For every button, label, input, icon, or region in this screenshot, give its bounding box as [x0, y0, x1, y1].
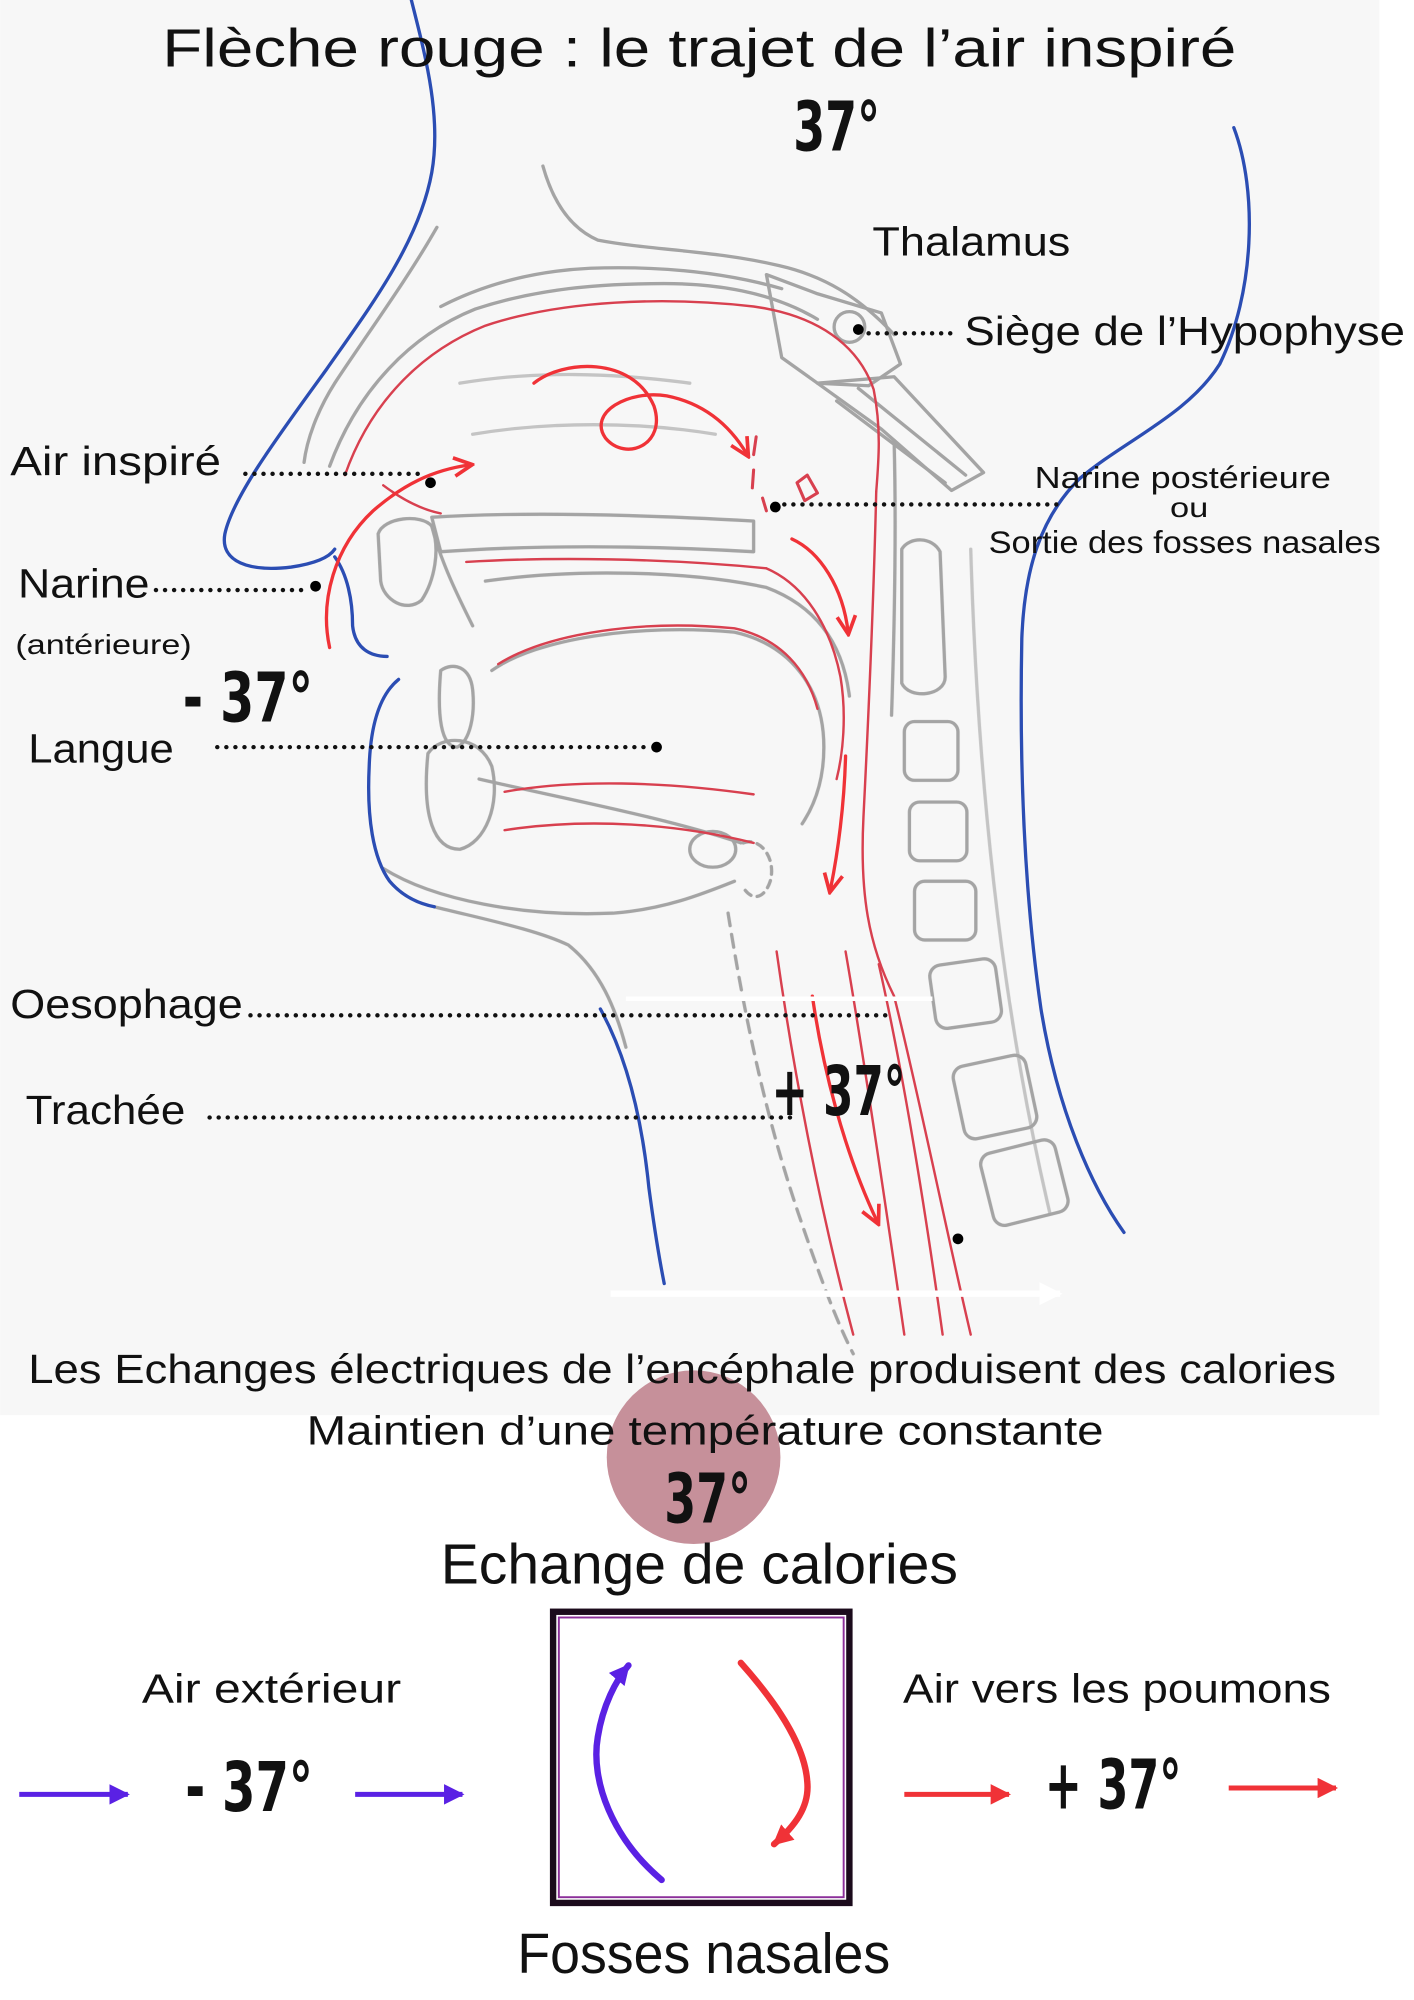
atlas-sketch: [900, 538, 947, 696]
temperature-warm-label: + 37°: [771, 1052, 905, 1132]
nasal-cavity-roof: [343, 300, 880, 493]
leader-dot-air-inspire: [425, 477, 436, 489]
leader-dot-narine-posterieure: [769, 501, 781, 513]
diagram-title: Flèche rouge : le trajet de l’air inspir…: [162, 18, 1236, 78]
label-narine-anterieure: (antérieure): [15, 629, 191, 660]
label-air-inspire: Air inspiré: [10, 438, 221, 484]
exchange-left-temp: - 37°: [185, 1748, 313, 1828]
epiglottis-sketch: [741, 840, 774, 899]
neck-front: [598, 1007, 666, 1286]
label-oesophage: Oesophage: [10, 981, 242, 1027]
vertebra: [907, 800, 969, 863]
airway-contour: [343, 300, 972, 1336]
tongue-sketch: [490, 628, 826, 826]
pharynx-back-wall: [861, 490, 972, 1336]
airflow-arrows: [324, 364, 878, 1222]
nasal-cavity-outer-sketch: [327, 281, 820, 468]
temperature-top: 37°: [793, 88, 880, 168]
upper-lip: [333, 555, 389, 659]
leader-dot-hypophyse: [852, 324, 864, 335]
fosses-nasales-box: [549, 1608, 853, 1907]
caption-line-1: Les Echanges électriques de l’encéphale …: [28, 1346, 1336, 1392]
cranial-floor-sketch: [439, 266, 784, 309]
vertebra: [928, 957, 1004, 1031]
red-curved-arrow-down: [737, 1659, 811, 1848]
soft-palate-line: [765, 567, 845, 781]
skin-outline: [222, 0, 1251, 1286]
lower-lip-chin: [367, 677, 436, 909]
lower-lip-sketch: [424, 738, 497, 851]
tongue-lower-line: [503, 782, 755, 845]
label-langue: Langue: [28, 725, 174, 771]
pencil-sketch-anatomy: [302, 164, 1070, 1356]
nostril-line: [382, 484, 442, 515]
box-label-fosses-nasales: Fosses nasales: [517, 1922, 890, 1985]
label-trachee: Trachée: [26, 1087, 186, 1133]
skull-roof-sketch: [541, 164, 896, 337]
posterior-nares-dashes: [750, 435, 820, 513]
palate-line: [465, 557, 768, 570]
vertebra: [902, 719, 960, 782]
exchange-right-label: Air vers les poumons: [903, 1665, 1331, 1711]
exchange-left-label: Air extérieur: [142, 1665, 401, 1711]
vertebra: [951, 1053, 1039, 1141]
exchange-right-temp: + 37°: [1045, 1745, 1182, 1825]
airflow-arrow-nasopharynx: [790, 537, 848, 632]
label-ou: ou: [1170, 492, 1208, 523]
mandible-sketch: [381, 866, 737, 916]
box-border: [549, 1608, 853, 1907]
exchange-title: Echange de calories: [441, 1533, 958, 1596]
hyoid-sketch: [688, 829, 738, 869]
pharynx-back-sketch: [889, 438, 897, 717]
upper-incisor-sketch: [376, 516, 438, 607]
box-inner-line: [557, 1616, 845, 1899]
back-of-head-neck: [1019, 126, 1251, 1235]
vertebra: [912, 879, 978, 942]
airflow-arrow-swirl: [532, 364, 747, 454]
leader-dot-narine: [310, 580, 321, 592]
paper-background: [0, 0, 1379, 1415]
label-hypophyse: Siège de l’Hypophyse: [964, 308, 1405, 354]
spinal-canal-sketch: [969, 547, 1052, 1215]
nasal-concha-sketch: [458, 372, 717, 436]
leaders: [153, 324, 1063, 1245]
label-narine-posterieure: Narine postérieure: [1035, 461, 1331, 495]
esophagus-line-2: [877, 963, 944, 1336]
leader-dot-vertebra: [952, 1233, 964, 1245]
esophagus-line: [844, 950, 906, 1336]
neck-front-sketch: [432, 905, 628, 1049]
lower-incisor-sketch: [437, 664, 475, 749]
tongue-line: [496, 624, 819, 711]
hard-palate-sketch: [430, 512, 756, 554]
label-sortie-fosses-nasales: Sortie des fosses nasales: [989, 524, 1381, 560]
purple-curved-arrow-up: [593, 1662, 665, 1884]
face-profile: [222, 0, 437, 570]
nasal-bone-sketch: [302, 225, 439, 464]
label-narine: Narine: [18, 561, 150, 607]
sella-turcica-sketch: [832, 309, 867, 344]
trachea-rings-sketch: [726, 911, 855, 1356]
temperature-cold-label: - 37°: [183, 659, 313, 739]
airflow-arrow-trachea: [810, 994, 877, 1222]
vertebra: [979, 1138, 1070, 1228]
temperature-badge-value: 37°: [664, 1459, 751, 1539]
sphenoid-sketch: [764, 272, 903, 388]
airflow-arrow-nostril: [324, 465, 471, 650]
maxilla-sketch: [430, 524, 475, 628]
soft-palate-sketch: [483, 571, 852, 698]
caption-line-2: Maintien d’une température constante: [307, 1407, 1104, 1453]
temperature-badge-circle: [606, 1370, 781, 1545]
airflow-arrow-pharynx: [830, 754, 848, 890]
clivus-sketch: [815, 375, 986, 493]
label-thalamus: Thalamus: [872, 218, 1070, 264]
leader-dot-langue: [651, 741, 662, 753]
